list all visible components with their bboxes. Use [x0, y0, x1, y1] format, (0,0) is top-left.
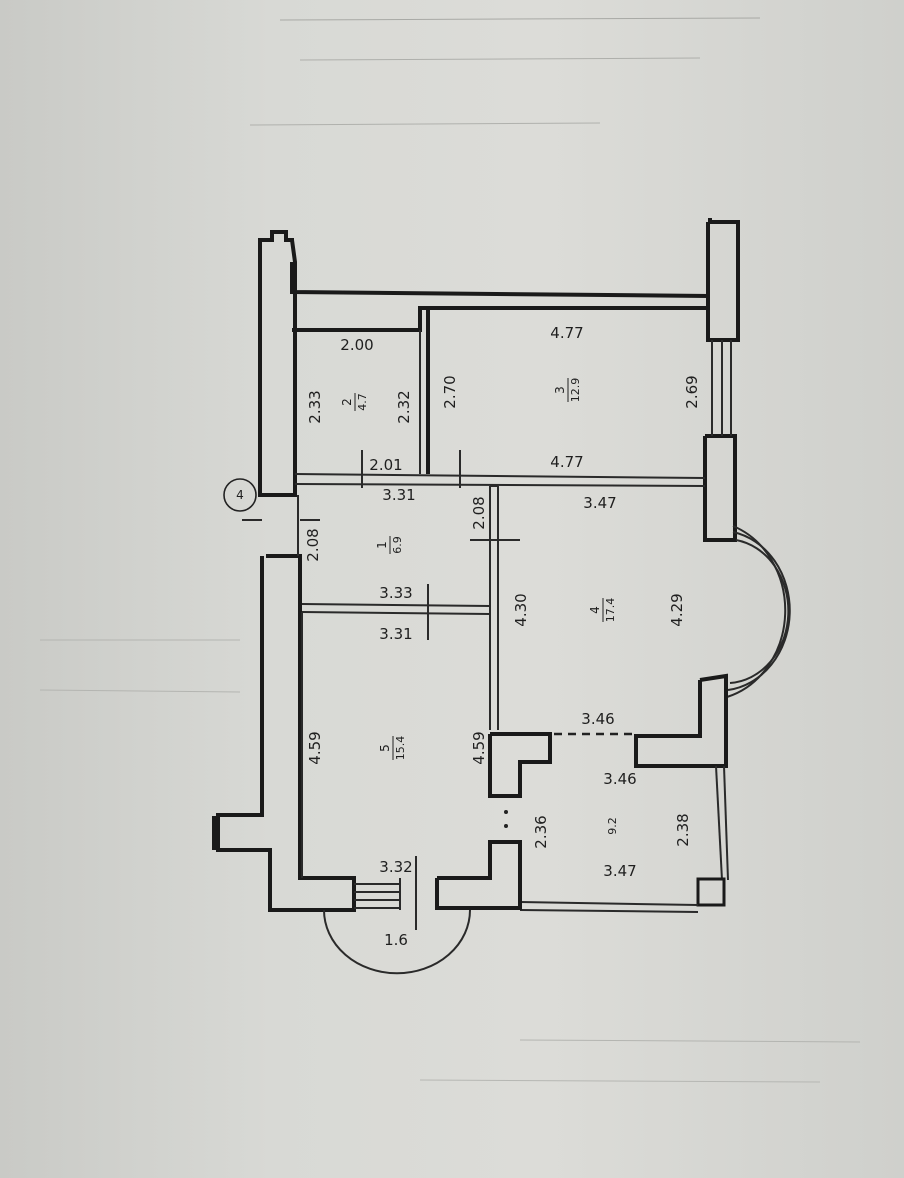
dim-room5-left: 4.59 — [306, 731, 324, 764]
balcony-area-label: 9.2 — [606, 817, 619, 835]
dim-room5-bottom: 3.32 — [379, 858, 412, 876]
walls — [212, 218, 791, 975]
room-3-label: 3 12.9 — [553, 378, 582, 403]
dimension-labels: 2.00 2.33 2.32 2.01 4.77 2.70 2.69 4.77 … — [304, 324, 701, 949]
partitions — [242, 306, 708, 930]
room-1-label: 1 6.9 — [375, 536, 404, 554]
dim-room2-bottom: 2.01 — [369, 456, 402, 474]
svg-text:6.9: 6.9 — [391, 536, 404, 554]
dim-balcony-bottom: 3.47 — [603, 862, 636, 880]
svg-text:3: 3 — [553, 386, 567, 394]
dim-room1-top: 3.31 — [382, 486, 415, 504]
dim-room3-right: 2.69 — [683, 375, 701, 408]
svg-text:15.4: 15.4 — [394, 736, 407, 761]
svg-text:12.9: 12.9 — [569, 378, 582, 403]
dim-room2-right: 2.32 — [395, 390, 413, 423]
svg-text:17.4: 17.4 — [604, 598, 617, 623]
room-2-label: 2 4.7 — [340, 393, 369, 411]
dim-room4-bottom: 3.46 — [581, 710, 614, 728]
svg-text:4: 4 — [588, 606, 602, 614]
dim-balcony-left: 2.36 — [532, 815, 550, 848]
dim-room4-left: 4.30 — [512, 593, 530, 626]
dim-room1-right: 2.08 — [470, 496, 488, 529]
dim-room5-top: 3.31 — [379, 625, 412, 643]
dim-room2-top: 2.00 — [340, 336, 373, 354]
dim-room3-left: 2.70 — [441, 375, 459, 408]
right-window — [711, 340, 732, 436]
svg-text:5: 5 — [378, 744, 392, 752]
svg-text:4.7: 4.7 — [356, 393, 369, 411]
dim-room1-bottom: 3.33 — [379, 584, 412, 602]
dim-room2-left: 2.33 — [306, 390, 324, 423]
dim-room4-right: 4.29 — [668, 593, 686, 626]
balcony-corner-post — [696, 877, 726, 907]
svg-text:2: 2 — [340, 398, 354, 406]
dim-room5-right: 4.59 — [470, 731, 488, 764]
dim-balcony-right: 2.38 — [674, 813, 692, 846]
entrance-arc — [323, 909, 471, 975]
dim-room1-left: 2.08 — [304, 528, 322, 561]
dim-balcony-top: 3.46 — [603, 770, 636, 788]
room-4-label: 4 17.4 — [588, 598, 617, 623]
dim-room3-bottom: 4.77 — [550, 453, 583, 471]
axis-marker-label: 4 — [236, 488, 244, 502]
svg-text:1: 1 — [375, 541, 389, 549]
dim-room4-top: 3.47 — [583, 494, 616, 512]
background-marks — [39, 17, 861, 1083]
svg-text:9.2: 9.2 — [606, 817, 619, 835]
axis-marker: 4 — [223, 478, 257, 512]
dim-entrance: 1.6 — [384, 931, 408, 949]
dim-room3-top: 4.77 — [550, 324, 583, 342]
room-5-label: 5 15.4 — [378, 736, 407, 761]
entrance-steps — [354, 878, 401, 910]
room-labels: 2 4.7 3 12.9 1 6.9 4 17.4 5 15.4 9.2 — [340, 378, 619, 835]
